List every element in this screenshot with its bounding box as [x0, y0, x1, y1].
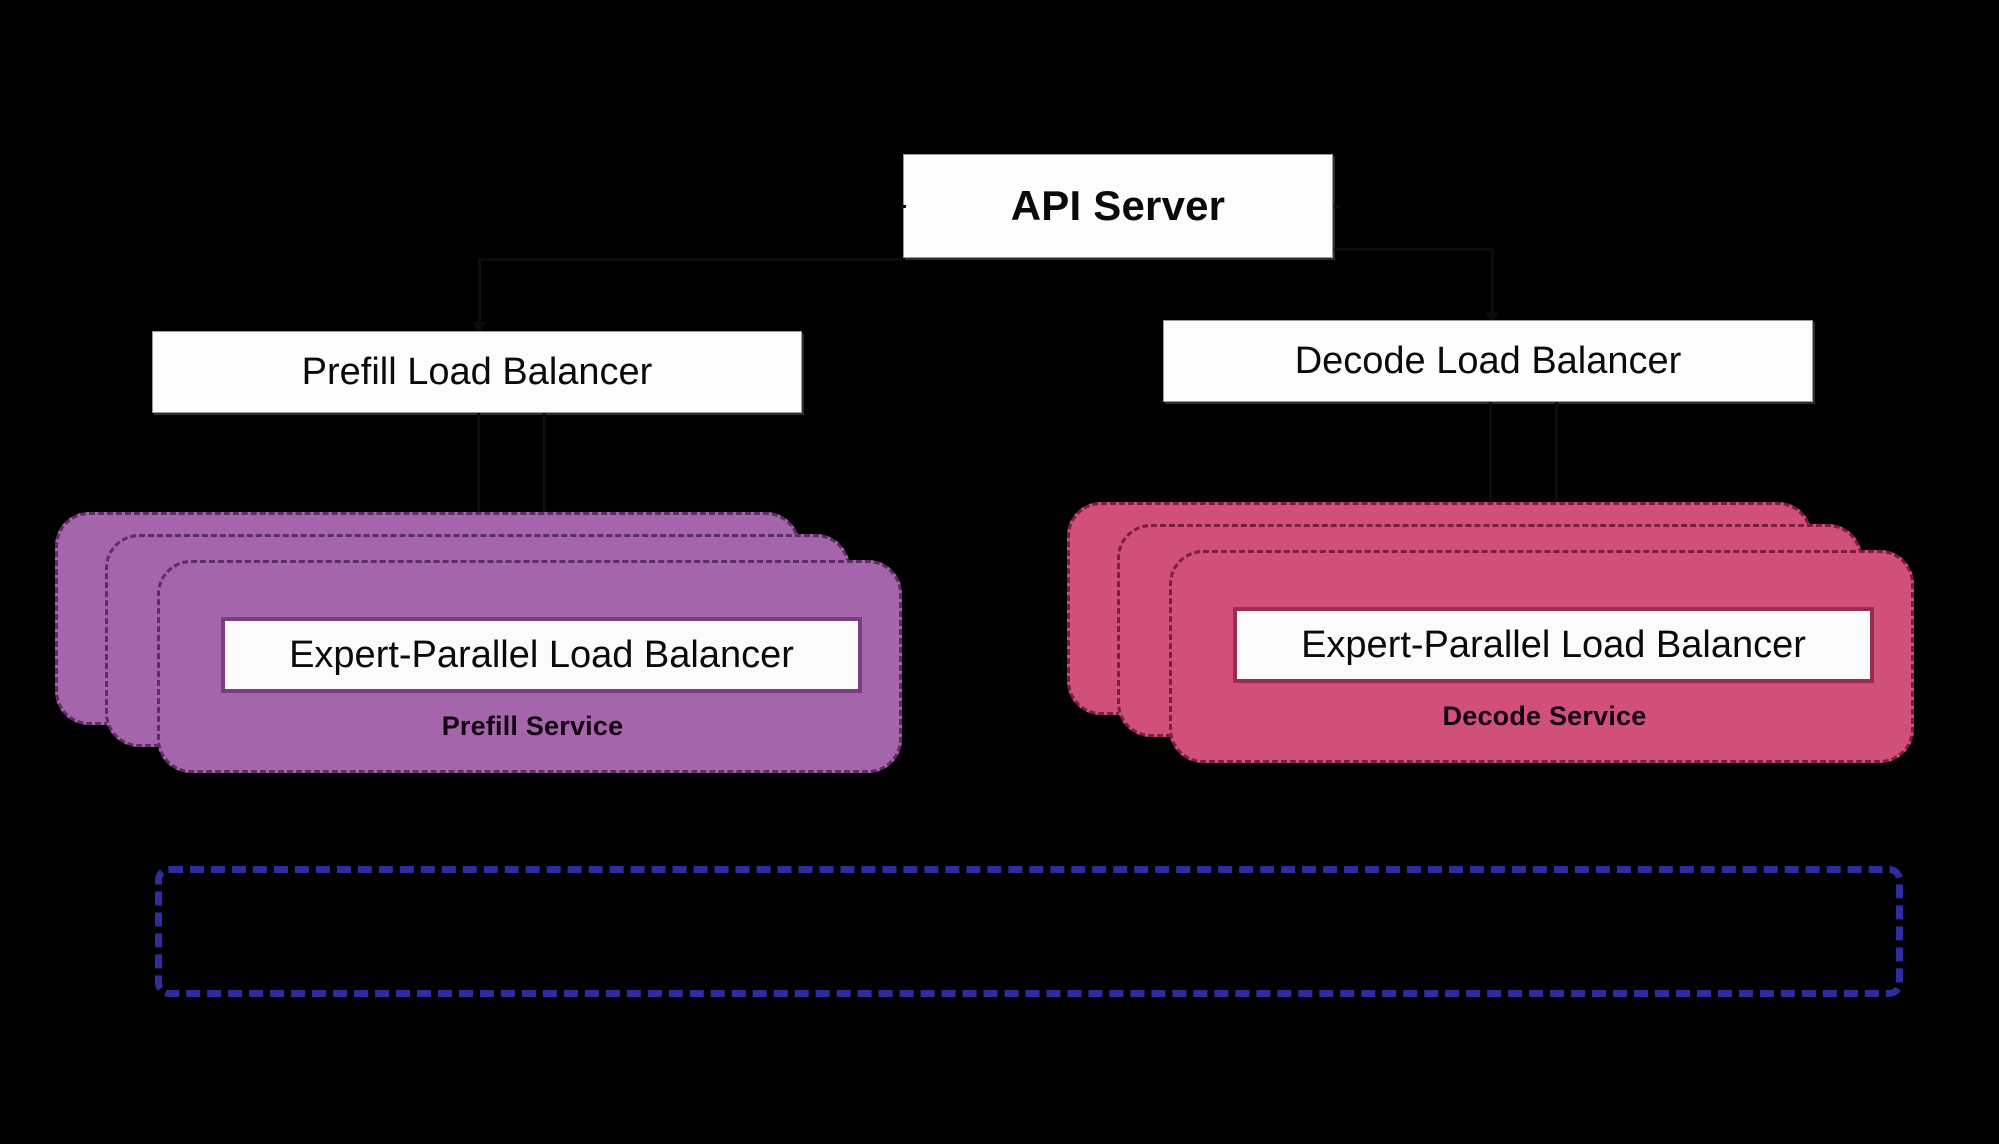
- connector-decode-lb-to-replica3-line: [1555, 402, 1558, 575]
- prefill-load-balancer-node[interactable]: Prefill Load Balancer: [152, 331, 802, 413]
- arrowhead-api-to-decode: [1485, 312, 1499, 323]
- connector-api-to-prefill-horizontal: [478, 258, 902, 261]
- kv-transfer-frame: [155, 866, 1903, 997]
- prefill-service-stack: Expert-Parallel Load Balancer Prefill Se…: [55, 512, 903, 782]
- connector-api-to-decode-horizontal: [1334, 248, 1494, 251]
- api-server-node[interactable]: API Server: [903, 154, 1333, 258]
- connector-api-to-prefill-stub: [900, 205, 906, 208]
- arrowhead-api-to-prefill: [472, 322, 486, 333]
- prefill-expert-parallel-load-balancer[interactable]: Expert-Parallel Load Balancer: [221, 617, 862, 693]
- decode-service-replica-3[interactable]: Expert-Parallel Load Balancer Decode Ser…: [1169, 550, 1914, 763]
- connector-api-to-decode-stub: [1334, 205, 1340, 208]
- decode-service-stack: Expert-Parallel Load Balancer Decode Ser…: [1067, 502, 1915, 772]
- decode-service-caption: Decode Service: [1442, 701, 1647, 731]
- connector-decode-lb-to-replica2-line: [1489, 402, 1492, 534]
- prefill-service-replica-3[interactable]: Expert-Parallel Load Balancer Prefill Se…: [157, 560, 902, 773]
- connector-prefill-lb-to-replica3-line: [543, 413, 546, 586]
- decode-expert-parallel-load-balancer[interactable]: Expert-Parallel Load Balancer: [1233, 607, 1874, 683]
- prefill-service-caption: Prefill Service: [441, 711, 624, 741]
- connector-api-to-decode-vertical: [1491, 248, 1494, 322]
- connector-prefill-lb-to-replica2-line: [477, 413, 480, 545]
- decode-load-balancer-node[interactable]: Decode Load Balancer: [1163, 320, 1813, 402]
- connector-api-to-prefill-vertical: [478, 258, 481, 332]
